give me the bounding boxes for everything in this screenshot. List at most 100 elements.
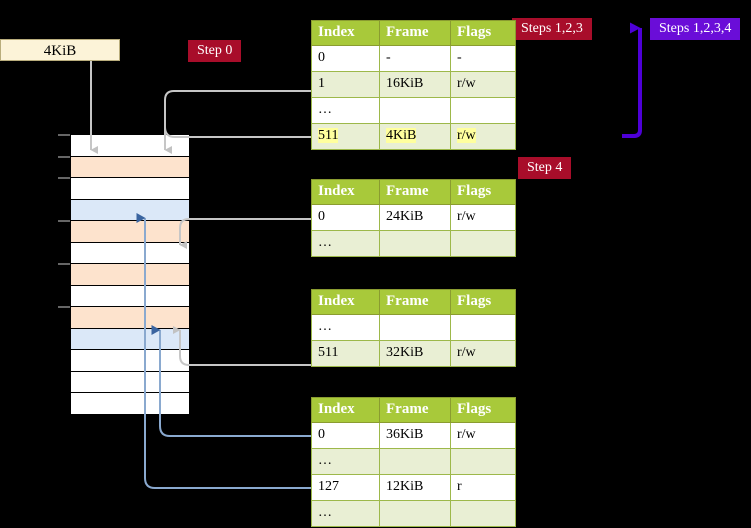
cell-index: … [311, 500, 380, 527]
table-row: 511 4KiB r/w [311, 123, 516, 150]
table-header-row: Index Frame Flags [311, 289, 516, 315]
cell-index: … [311, 314, 380, 341]
col-header-index: Index [311, 397, 380, 423]
memory-cell-11 [71, 371, 189, 394]
col-header-flags: Flags [450, 179, 516, 205]
table-row: … [311, 97, 516, 124]
table-row: 0 24KiB r/w [311, 204, 516, 231]
col-header-flags: Flags [450, 20, 516, 46]
table-header-row: Index Frame Flags [311, 179, 516, 205]
col-header-flags: Flags [450, 397, 516, 423]
memory-cell-12 [71, 393, 189, 414]
table-row: … [311, 314, 516, 341]
cell-index-highlight: 511 [318, 128, 339, 143]
cell-index: … [311, 97, 380, 124]
cell-flags [450, 97, 516, 124]
col-header-frame: Frame [379, 397, 451, 423]
cell-frame [379, 500, 451, 527]
memory-cell-9 [71, 328, 189, 351]
memory-cell-1 [71, 156, 189, 179]
pt-table: Index Frame Flags 0 36KiB r/w … 127 12Ki… [311, 397, 516, 527]
col-header-frame: Frame [379, 20, 451, 46]
pd-table: Index Frame Flags … 511 32KiB r/w [311, 289, 516, 367]
cell-flags: r/w [450, 71, 516, 98]
cell-index: 0 [311, 204, 380, 231]
cell-frame [379, 314, 451, 341]
memory-cell-4 [71, 221, 189, 243]
cell-flags: r/w [450, 340, 516, 367]
cell-flags: r/w [450, 422, 516, 449]
memory-cell-7 [71, 285, 189, 308]
cell-frame [379, 97, 451, 124]
col-header-frame: Frame [379, 179, 451, 205]
physical-memory-column [70, 134, 190, 415]
cell-flags: - [450, 45, 516, 72]
table-head: Index Frame Flags [311, 289, 516, 315]
table-head: Index Frame Flags [311, 20, 516, 46]
step-0-label: Step 0 [188, 40, 242, 62]
cell-flags: r/w [450, 123, 516, 150]
cell-index: 511 [311, 340, 380, 367]
table-row: … [311, 230, 516, 257]
col-header-frame: Frame [379, 289, 451, 315]
col-header-index: Index [311, 20, 380, 46]
cell-index: … [311, 448, 380, 475]
cell-flags [450, 500, 516, 527]
cell-frame: 32KiB [379, 340, 451, 367]
cell-frame-highlight: 4KiB [386, 128, 417, 143]
cell-index: … [311, 230, 380, 257]
table-head: Index Frame Flags [311, 397, 516, 423]
table-row: 511 32KiB r/w [311, 340, 516, 367]
table-body: 0 36KiB r/w … 127 12KiB r … [311, 422, 516, 527]
memory-cell-2 [71, 178, 189, 200]
memory-tick-marks [58, 134, 70, 308]
cell-frame: 4KiB [379, 123, 451, 150]
cell-flags [450, 230, 516, 257]
cell-frame: - [379, 45, 451, 72]
memory-cell-0 [71, 135, 189, 157]
cell-frame: 36KiB [379, 422, 451, 449]
wire-table3-to-memory [173, 326, 311, 366]
cell-flags-highlight: r/w [457, 128, 476, 143]
wire-table2-to-memory [179, 218, 311, 249]
table-body: … 511 32KiB r/w [311, 314, 516, 367]
cell-frame: 16KiB [379, 71, 451, 98]
table-row: 127 12KiB r [311, 474, 516, 501]
steps-123-label: Steps 1,2,3 [512, 18, 592, 40]
memory-cell-10 [71, 350, 189, 372]
cell-flags: r/w [450, 204, 516, 231]
pdpt-table: Index Frame Flags 0 24KiB r/w … [311, 179, 516, 257]
cell-index: 0 [311, 422, 380, 449]
table-row: … [311, 448, 516, 475]
memory-cell-5 [71, 242, 189, 265]
table-header-row: Index Frame Flags [311, 397, 516, 423]
cell-index: 0 [311, 45, 380, 72]
cell-frame: 24KiB [379, 204, 451, 231]
memory-cell-8 [71, 307, 189, 329]
memory-cell-6 [71, 264, 189, 286]
cell-frame: 12KiB [379, 474, 451, 501]
table-row: 0 - - [311, 45, 516, 72]
cell-index: 1 [311, 71, 380, 98]
col-header-index: Index [311, 289, 380, 315]
cell-frame [379, 230, 451, 257]
table-row: … [311, 500, 516, 527]
steps-bracket-arrow [622, 22, 642, 138]
pml4-table: Index Frame Flags 0 - - 1 16KiB r/w … 51… [311, 20, 516, 150]
table-row: 0 36KiB r/w [311, 422, 516, 449]
cell-index: 511 [311, 123, 380, 150]
steps-1234-label: Steps 1,2,3,4 [650, 18, 741, 40]
table-head: Index Frame Flags [311, 179, 516, 205]
page-size-box: 4KiB [0, 39, 120, 61]
cell-flags: r [450, 474, 516, 501]
memory-cell-3 [71, 199, 189, 222]
col-header-index: Index [311, 179, 380, 205]
cell-flags [450, 314, 516, 341]
table-header-row: Index Frame Flags [311, 20, 516, 46]
cell-frame [379, 448, 451, 475]
table-row: 1 16KiB r/w [311, 71, 516, 98]
table-body: 0 24KiB r/w … [311, 204, 516, 257]
cell-flags [450, 448, 516, 475]
col-header-flags: Flags [450, 289, 516, 315]
step-4-label: Step 4 [518, 157, 572, 179]
